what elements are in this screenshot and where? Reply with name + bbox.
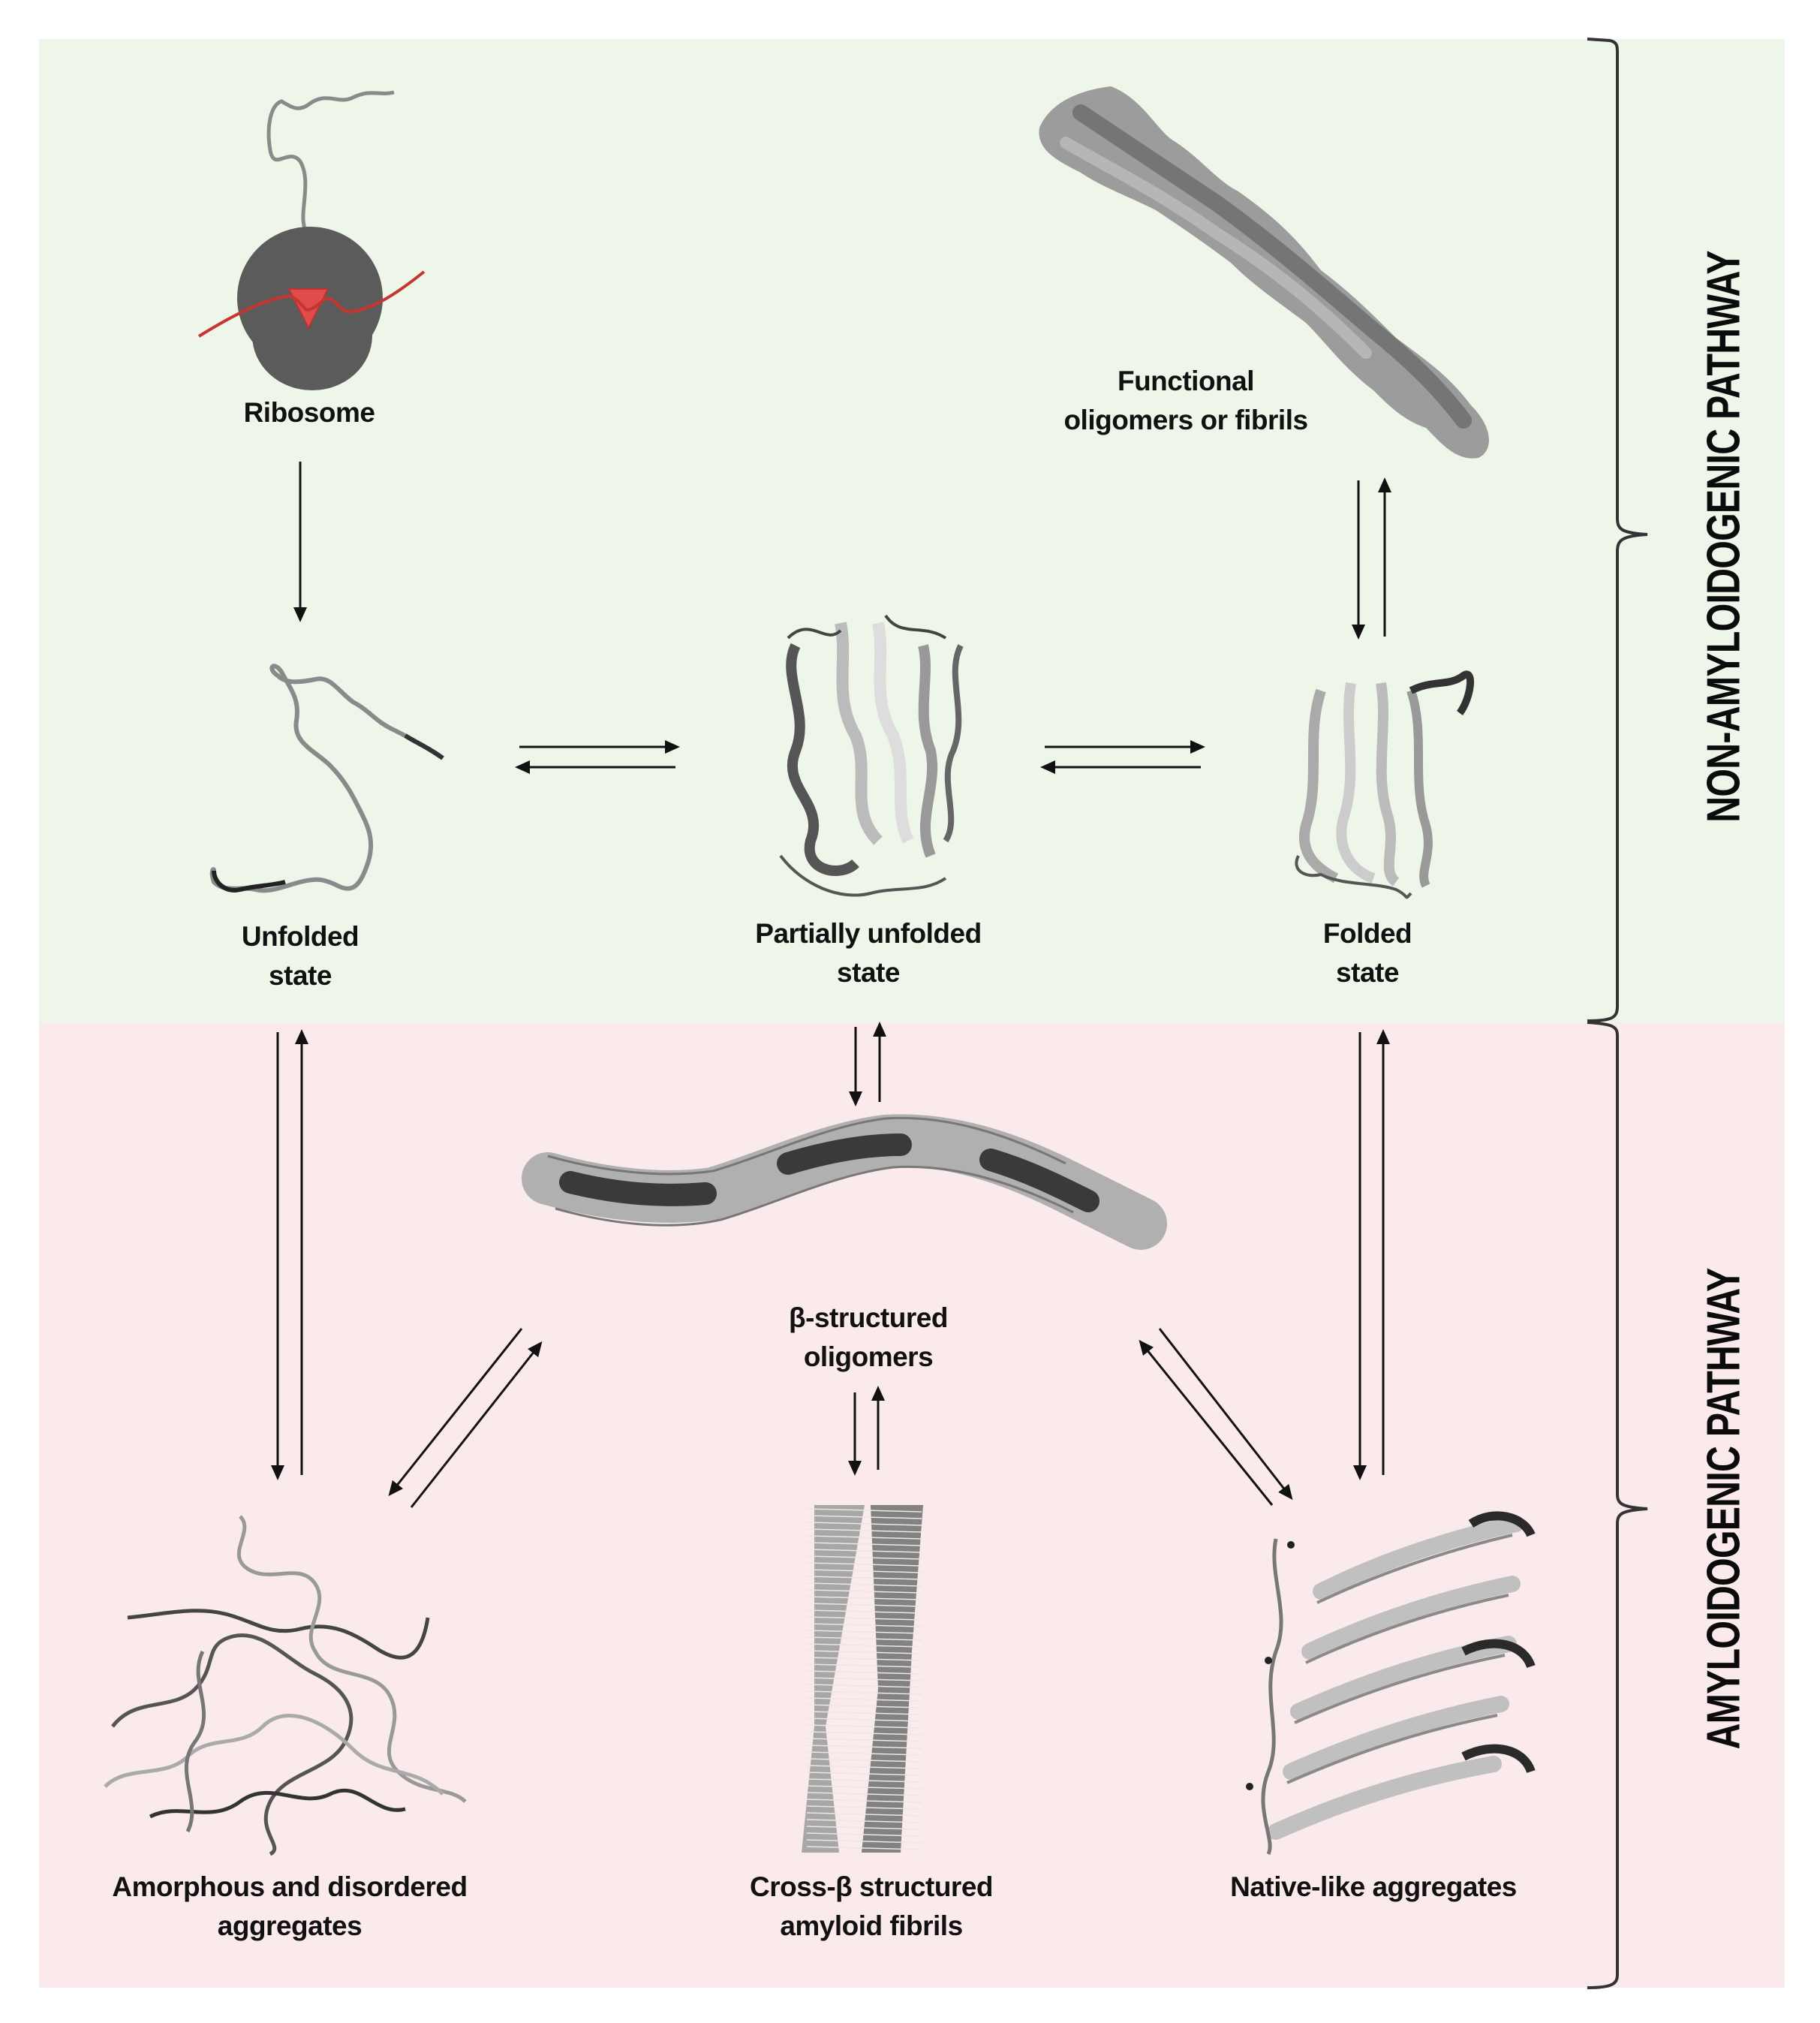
fibril-stripe [806, 1643, 922, 1648]
fibril-stripe [806, 1690, 922, 1695]
fibril-stripe [806, 1528, 922, 1533]
ribosome-illustration [197, 90, 426, 390]
cross-beta-fibril-illustration [802, 1505, 923, 1853]
fibril-stripe [806, 1684, 922, 1688]
folded-label-line-1: Folded [1322, 918, 1412, 949]
ribosome-label: Ribosome [244, 393, 375, 432]
fibril-stripe [806, 1731, 922, 1736]
fibril-stripe [806, 1562, 922, 1567]
beta-oligomer-illustration [522, 1114, 1167, 1250]
amorphous-aggregates-label: Amorphous and disordered aggregates [112, 1868, 468, 1946]
native-like-aggregate-illustration [1246, 1511, 1536, 1856]
folded-label-line-2: state [1336, 957, 1399, 988]
bracket-amyloid [1587, 1021, 1648, 1989]
fibril-stripe [806, 1603, 922, 1607]
fibril-stripe [806, 1515, 922, 1519]
native-like-label-line: Native-like aggregates [1230, 1871, 1517, 1902]
fibril-stripe [806, 1535, 922, 1540]
amorphous-label-line-1: Amorphous and disordered [112, 1871, 468, 1902]
fibril-stripe [806, 1819, 922, 1823]
fibril-stripe [806, 1826, 922, 1830]
fibril-stripe [806, 1589, 922, 1594]
partially-unfolded-state-label: Partially unfolded state [755, 914, 982, 992]
fibril-stripe [806, 1704, 922, 1708]
partially-label-line-1: Partially unfolded [755, 918, 982, 949]
fibril-stripe [806, 1805, 922, 1810]
fibril-stripe [806, 1677, 922, 1681]
fibril-stripe [806, 1717, 922, 1722]
fibril-stripe [806, 1711, 922, 1715]
arrow-amorphous-to-oligomer [410, 1341, 543, 1508]
cross-beta-label-line-1: Cross-β structured [749, 1871, 994, 1902]
fibril-stripe [806, 1751, 922, 1756]
amorphous-aggregate-illustration [104, 1515, 467, 1856]
fibril-stripe [806, 1765, 922, 1769]
fibril-stripe [806, 1839, 922, 1844]
fibril-stripe [806, 1697, 922, 1702]
fibril-stripe [806, 1772, 922, 1776]
fibril-stripe [806, 1596, 922, 1600]
mrna-strand [197, 270, 426, 338]
fibril-stripe [806, 1522, 922, 1526]
fibril-stripe [806, 1758, 922, 1763]
fibril-stripe [806, 1657, 922, 1661]
fibril-stripe [806, 1670, 922, 1675]
folded-state-label: Folded state [1323, 914, 1412, 992]
fibril-stripe [806, 1508, 922, 1513]
fibril-stripe [806, 1616, 922, 1621]
beta-oligomers-label-line-1: β-structured [789, 1302, 948, 1333]
fibril-stripe [806, 1785, 922, 1790]
fibril-stripe [806, 1555, 922, 1560]
fibril-stripe [806, 1582, 922, 1587]
fibril-stripe [806, 1799, 922, 1803]
fibril-stripe [806, 1663, 922, 1668]
fibril-stripe [806, 1832, 922, 1837]
functional-oligomers-label: Functional oligomers or fibrils [1063, 362, 1308, 440]
fibril-stripe [806, 1630, 922, 1634]
functional-label-line-1: Functional [1117, 366, 1255, 396]
beta-oligomers-label: β-structured oligomers [789, 1299, 948, 1377]
fibril-stripe [806, 1569, 922, 1573]
brackets [1587, 38, 1648, 1989]
fibril-stripe [806, 1609, 922, 1614]
unfolded-label-line-2: state [269, 960, 332, 991]
fibril-stripe [806, 1792, 922, 1796]
fibril-stripe [806, 1623, 922, 1627]
arrow-oligomer-to-native [1158, 1328, 1293, 1501]
bracket-non-amyloid [1587, 38, 1648, 1022]
non-amyloidogenic-pathway-label: NON-AMYLOIDOGENIC PATHWAY [1698, 251, 1750, 823]
fibril-stripe [806, 1778, 922, 1783]
fibril-stripe [806, 1846, 922, 1850]
amyloidogenic-pathway-label: AMYLOIDOGENIC PATHWAY [1698, 1268, 1750, 1750]
unfolded-state-label: Unfolded state [242, 917, 359, 995]
ribosome-label-line: Ribosome [243, 397, 375, 428]
cross-beta-fibrils-label: Cross-β structured amyloid fibrils [749, 1868, 994, 1946]
native-like-aggregates-label: Native-like aggregates [1230, 1868, 1517, 1907]
fibril-stripe [806, 1542, 922, 1546]
fibril-stripe [806, 1636, 922, 1641]
arrow-oligomer-to-amorphous [388, 1328, 523, 1497]
folded-protein-illustration [1295, 670, 1475, 899]
non-amyloidogenic-region [39, 39, 1785, 1022]
functional-label-line-2: oligomers or fibrils [1063, 405, 1308, 435]
fibril-stripe [806, 1724, 922, 1729]
partially-label-line-2: state [837, 957, 900, 988]
fibril-stripe [806, 1738, 922, 1742]
fibril-stripe [806, 1650, 922, 1654]
partially-unfolded-protein-illustration [779, 614, 964, 897]
unfolded-label-line-1: Unfolded [241, 921, 359, 952]
amorphous-label-line-2: aggregates [217, 1910, 362, 1941]
arrows [271, 462, 1391, 1508]
functional-oligomer-illustration [1039, 86, 1489, 459]
fibril-stripe [806, 1745, 922, 1749]
beta-oligomers-label-line-2: oligomers [803, 1341, 934, 1372]
fibril-stripe [806, 1576, 922, 1580]
arrow-native-to-oligomer [1139, 1339, 1274, 1506]
fibril-stripe [806, 1549, 922, 1553]
unfolded-chain-illustration [209, 664, 444, 893]
cross-beta-label-line-2: amyloid fibrils [780, 1910, 963, 1941]
fibril-stripe [806, 1812, 922, 1817]
